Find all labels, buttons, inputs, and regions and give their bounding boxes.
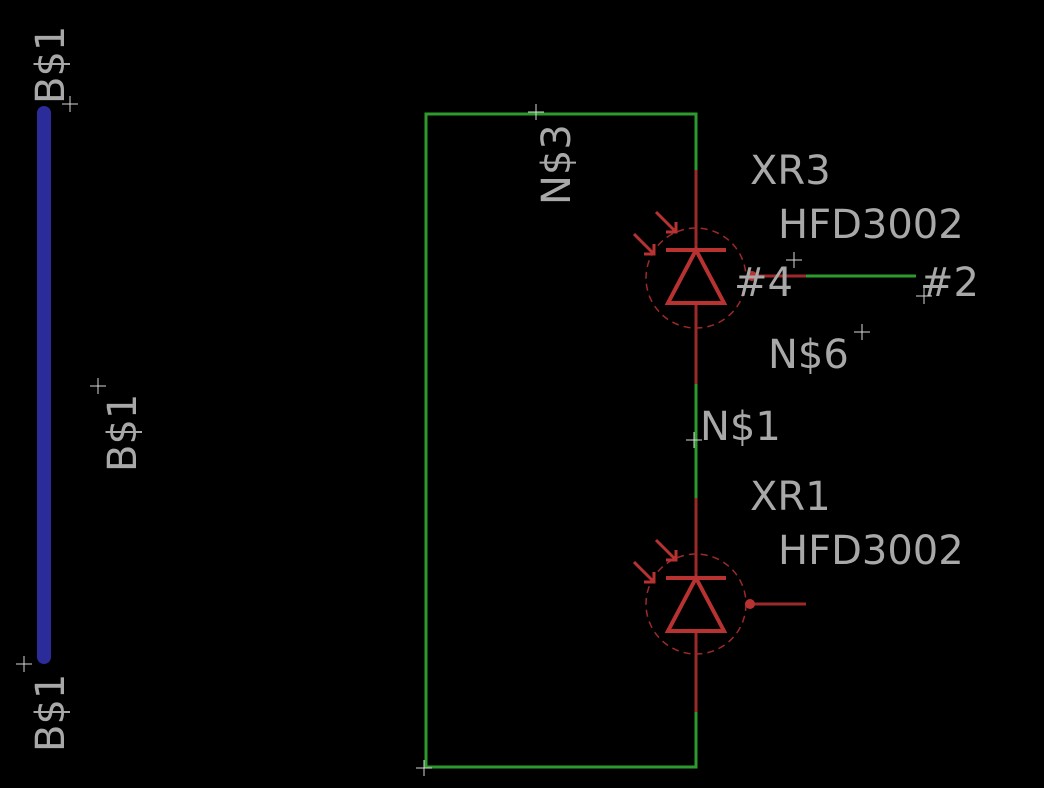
xr1-light-arrow-2-head [644, 572, 656, 584]
xr1-pin-dot [745, 599, 755, 609]
bus-label-top: B$1 [28, 26, 74, 104]
net-n3-wire[interactable] [424, 112, 698, 769]
part-xr3[interactable] [632, 170, 806, 384]
origin-marker-frame [416, 760, 432, 776]
xr1-light-arrow-1 [654, 538, 678, 562]
pin-4-label: #4 [734, 260, 793, 306]
origin-marker-xr3 [786, 252, 802, 268]
part-xr3-value: HFD3002 [778, 202, 964, 248]
bus-label-bottom: B$1 [28, 674, 74, 752]
origin-marker-bus-mid [90, 378, 106, 394]
xr1-light-arrow-1-head [666, 550, 678, 562]
origin-marker-bus-bottom [16, 656, 32, 672]
xr1-diode-triangle [664, 573, 728, 633]
xr3-light-arrow-1 [654, 210, 678, 234]
origin-marker-n6 [854, 324, 870, 340]
origin-marker-pin2 [916, 288, 932, 304]
part-xr1-name: XR1 [750, 474, 831, 520]
xr3-light-arrow-1-head [666, 222, 678, 234]
origin-marker-bus-top [62, 96, 78, 112]
xr3-outline [645, 227, 747, 329]
part-xr1-value: HFD3002 [778, 528, 964, 574]
pin-2-label: #2 [920, 260, 979, 306]
net-n6-label: N$6 [768, 332, 849, 378]
bus-label-middle: B$1 [100, 394, 146, 472]
net-n3-label: N$3 [534, 124, 580, 205]
origin-marker-n1 [686, 432, 702, 448]
origin-marker-n3 [528, 104, 544, 120]
part-xr1[interactable] [632, 498, 806, 712]
xr3-light-arrow-2-head [644, 244, 656, 256]
xr3-pin-dot [747, 271, 757, 281]
xr3-diode-triangle [664, 245, 728, 305]
part-xr3-name: XR3 [750, 148, 831, 194]
xr3-light-arrow-2 [632, 232, 656, 256]
origin-markers [16, 96, 932, 776]
net-n1-label: N$1 [700, 404, 781, 450]
xr1-light-arrow-2 [632, 560, 656, 584]
